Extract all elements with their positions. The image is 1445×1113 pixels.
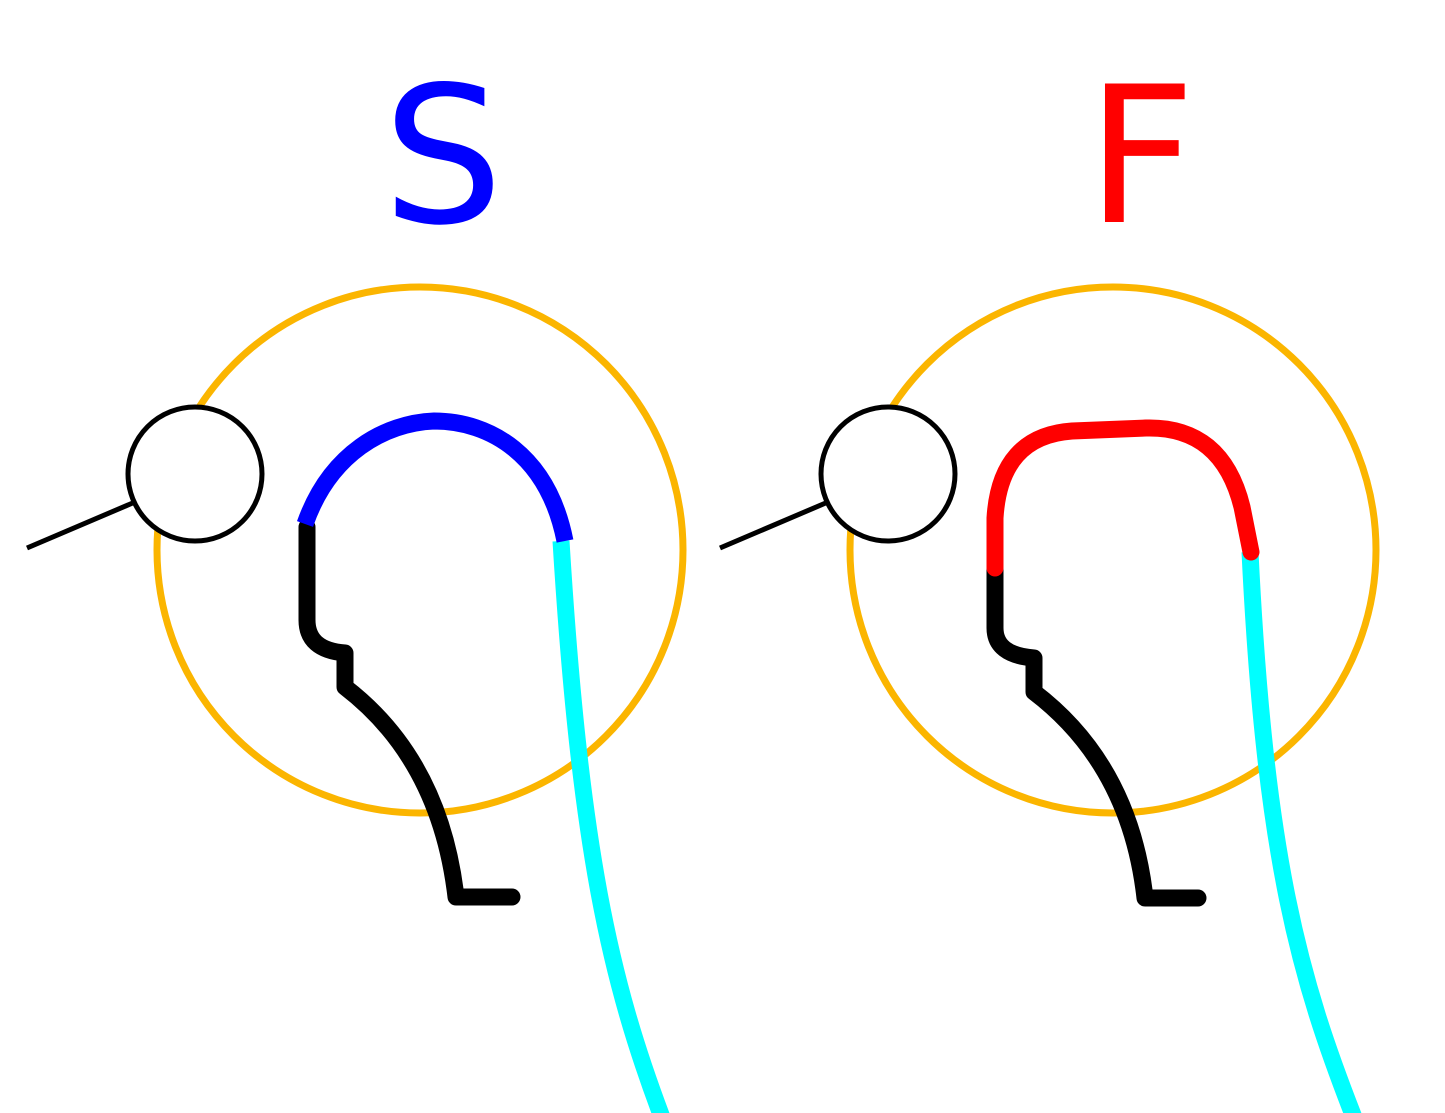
panel-f-outer-ring: [846, 283, 1380, 817]
panel-s: S: [26, 46, 687, 1113]
panel-s-outer-ring: [153, 283, 687, 817]
panel-s-tail-curve: [552, 540, 670, 1113]
panel-f-stem-line: [719, 499, 829, 551]
panel-f-small-node: [818, 404, 958, 544]
panel-f-arch-highlight: [986, 419, 1260, 577]
panel-f-label: F: [1086, 46, 1195, 267]
panel-s-label: S: [383, 46, 504, 267]
panel-f: F: [719, 46, 1380, 1113]
panel-f-tail-curve: [1241, 551, 1362, 1113]
panel-f-body-outline: [986, 561, 1207, 907]
panel-s-small-node: [125, 404, 265, 544]
panel-s-body-outline: [298, 518, 521, 906]
panel-s-arch-highlight: [296, 412, 574, 543]
panel-s-stem-line: [26, 499, 136, 551]
